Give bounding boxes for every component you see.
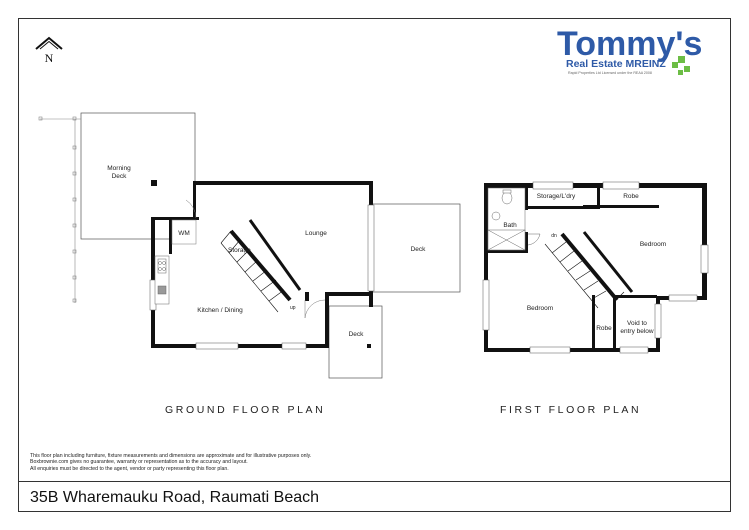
- compass-icon: N: [35, 36, 63, 65]
- first-floor-windows: [482, 181, 709, 354]
- ground-floor-windows: [149, 204, 375, 350]
- disclaimer-line: Boxbrownie.com gives no guarantee, warra…: [30, 459, 248, 466]
- kitchen-counter: [154, 255, 170, 305]
- stair-dn-label: dn: [551, 233, 557, 239]
- first-floor-plan: Storage/L'dry Robe Bath dn Bedroom Bedro…: [482, 181, 709, 354]
- morning-deck-label-1: Morning: [107, 165, 131, 172]
- brand-logo: Tommy's Real Estate MREINZ Rapid Propert…: [557, 25, 702, 75]
- wm-label: WM: [178, 230, 190, 237]
- morning-deck-label-2: Deck: [112, 173, 128, 180]
- disclaimer-line: This floor plan including furniture, fix…: [30, 453, 312, 459]
- void-label-2: entry below: [620, 328, 654, 335]
- deck-railing: [38, 116, 81, 303]
- wm-box: [171, 219, 197, 245]
- first-floor-fixtures: [487, 187, 541, 251]
- south-deck-area: [328, 305, 383, 379]
- east-deck-area: [369, 203, 461, 293]
- east-deck-label: Deck: [411, 246, 427, 253]
- disclaimer: This floor plan including furniture, fix…: [30, 453, 390, 472]
- ground-floor-plan: Morning Deck Deck Deck: [38, 112, 461, 379]
- toilet-icon: [501, 191, 513, 205]
- robe-top-label: Robe: [623, 193, 639, 200]
- address-divider: [18, 481, 731, 482]
- robe-bottom-label: Robe: [596, 325, 612, 332]
- ground-staircase: [220, 219, 302, 313]
- kitchen-dining-label: Kitchen / Dining: [197, 307, 243, 314]
- compass-label: N: [45, 51, 54, 65]
- property-address: 35B Wharemauku Road, Raumati Beach: [30, 489, 320, 506]
- first-staircase: [544, 231, 634, 309]
- bath-label: Bath: [503, 222, 517, 229]
- ground-floor-title: GROUND FLOOR PLAN: [165, 404, 326, 416]
- logo-house-icon: [672, 56, 690, 75]
- storage-ldry-label: Storage/L'dry: [537, 193, 576, 200]
- deck-post: [151, 180, 157, 186]
- page-frame: [18, 18, 731, 512]
- stair-up-label: up: [290, 305, 296, 311]
- bedroom-right-label: Bedroom: [640, 241, 666, 248]
- bedroom-left-label: Bedroom: [527, 305, 553, 312]
- south-deck-label: Deck: [349, 331, 365, 338]
- storage-label: Storage: [228, 247, 251, 254]
- void-label-1: Void to: [627, 320, 647, 327]
- deck-post-south: [367, 344, 371, 348]
- first-floor-title: FIRST FLOOR PLAN: [500, 404, 642, 416]
- brand-license: Rapid Properties Ltd Licensed under the …: [568, 71, 652, 75]
- brand-tagline: Real Estate MREINZ: [566, 58, 666, 70]
- disclaimer-line: All enquiries must be directed to the ag…: [30, 465, 229, 472]
- lounge-label: Lounge: [305, 230, 327, 237]
